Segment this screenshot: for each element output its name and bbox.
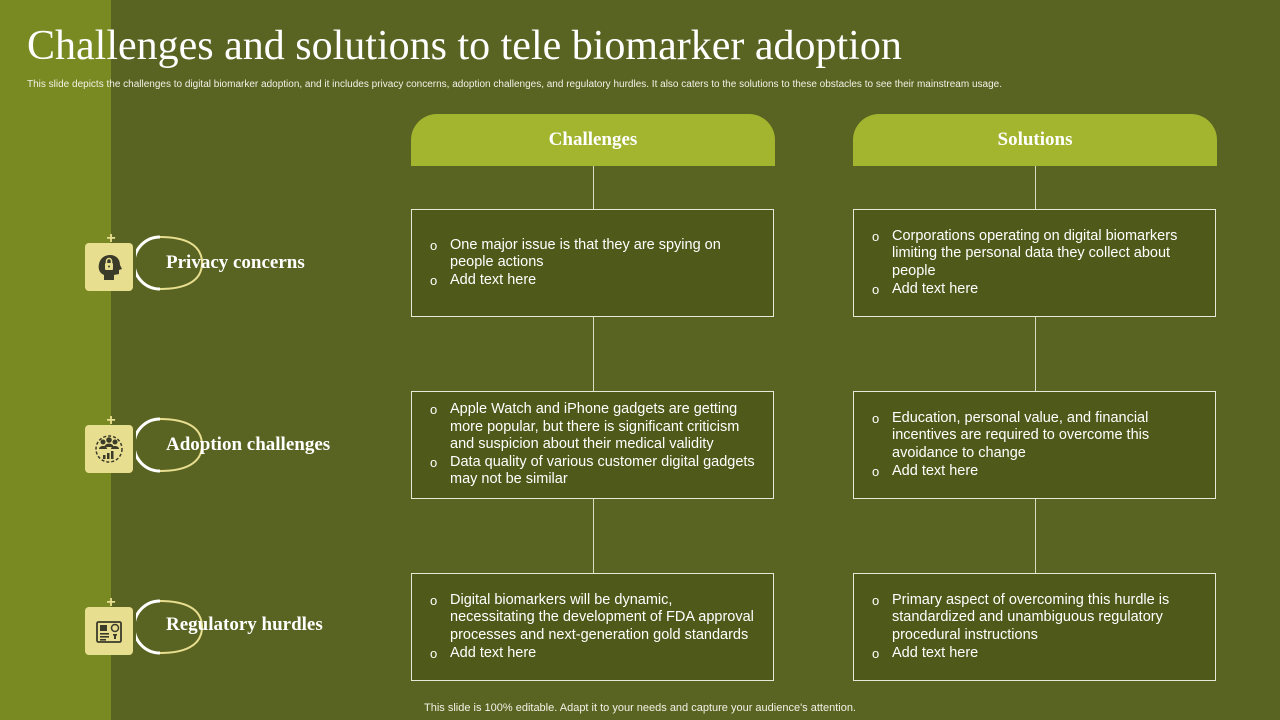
list-item: Education, personal value, and financial… [872, 410, 1197, 463]
connector-line [593, 499, 594, 573]
list-item: Corporations operating on digital biomar… [872, 228, 1197, 281]
page-subtitle: This slide depicts the challenges to dig… [27, 79, 1002, 90]
bracket-arc-icon [136, 235, 204, 291]
privacy-lock-head-icon [85, 243, 133, 291]
solution-card-regulatory: Primary aspect of overcoming this hurdle… [853, 573, 1216, 681]
list-item: Add text here [872, 463, 1197, 481]
list-item: Add text here [430, 272, 755, 290]
plus-icon: + [106, 594, 116, 611]
solutions-header: Solutions [853, 114, 1217, 166]
page-title: Challenges and solutions to tele biomark… [27, 23, 902, 69]
connector-line [1035, 499, 1036, 573]
challenge-card-regulatory: Digital biomarkers will be dynamic, nece… [411, 573, 774, 681]
plus-icon: + [106, 412, 116, 429]
row-label-adoption-challenges: Adoption challenges [166, 434, 331, 455]
list-item: Data quality of various customer digital… [430, 454, 755, 489]
solution-card-adoption: Education, personal value, and financial… [853, 391, 1216, 499]
connector-line [1035, 317, 1036, 391]
list-item: Digital biomarkers will be dynamic, nece… [430, 592, 755, 645]
team-growth-icon [85, 425, 133, 473]
plus-icon: + [106, 230, 116, 247]
list-item: One major issue is that they are spying … [430, 237, 755, 272]
solution-card-privacy: Corporations operating on digital biomar… [853, 209, 1216, 317]
list-item: Primary aspect of overcoming this hurdle… [872, 592, 1197, 645]
challenge-card-privacy: One major issue is that they are spying … [411, 209, 774, 317]
connector-line [593, 166, 594, 209]
connector-line [593, 317, 594, 391]
list-item: Add text here [430, 645, 755, 663]
connector-line [1035, 166, 1036, 209]
bracket-arc-icon [136, 599, 204, 655]
row-label-privacy-concerns: Privacy concerns [166, 252, 305, 273]
row-label-regulatory-hurdles: Regulatory hurdles [166, 614, 323, 635]
regulation-document-icon [85, 607, 133, 655]
challenge-card-adoption: Apple Watch and iPhone gadgets are getti… [411, 391, 774, 499]
bracket-arc-icon [136, 417, 204, 473]
list-item: Apple Watch and iPhone gadgets are getti… [430, 401, 755, 454]
list-item: Add text here [872, 281, 1197, 299]
challenges-header: Challenges [411, 114, 775, 166]
list-item: Add text here [872, 645, 1197, 663]
footer-note: This slide is 100% editable. Adapt it to… [424, 702, 856, 714]
left-accent-band [0, 0, 111, 720]
